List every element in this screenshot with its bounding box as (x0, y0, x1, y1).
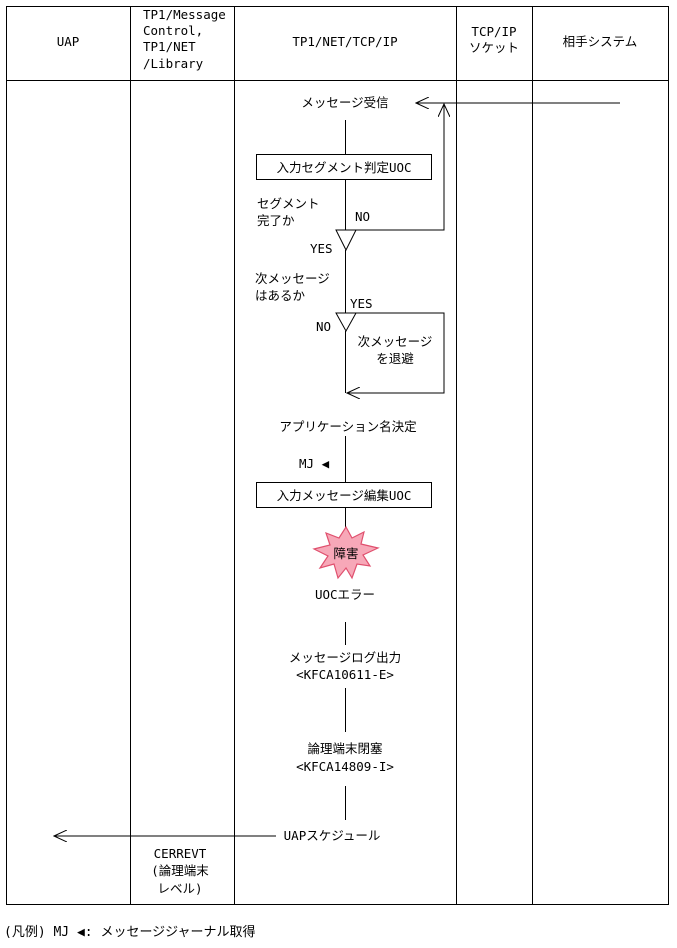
svg-text:レベル): レベル) (157, 881, 202, 896)
log-output-label: メッセージログ出力 <KFCA10611-E> (289, 650, 401, 682)
svg-text:ソケット: ソケット (469, 40, 519, 55)
yes-2-label: YES (350, 296, 373, 311)
fault-label: 障害 (333, 546, 358, 561)
uap-schedule-label: UAPスケジュール (284, 828, 381, 843)
no-1-label: NO (355, 209, 370, 224)
edit-uoc-box (256, 482, 432, 508)
svg-text:はあるか: はあるか (255, 288, 306, 303)
cerrevt-label: CERREVT (論理端末 レベル) (151, 846, 209, 896)
table-frame (6, 6, 669, 905)
svg-text:TCP/IP: TCP/IP (471, 24, 516, 39)
svg-text:メッセージログ出力: メッセージログ出力 (289, 650, 401, 665)
svg-text:/Library: /Library (143, 56, 204, 71)
svg-text:完了か: 完了か (257, 213, 295, 228)
mj-marker: MJ ◀ (299, 456, 330, 471)
save-branch-line (347, 312, 445, 393)
svg-text:(論理端末: (論理端末 (151, 863, 209, 878)
header-uap: UAP (57, 34, 80, 49)
segment-uoc-box (256, 154, 432, 180)
svg-text:を退避: を退避 (376, 351, 414, 366)
uoc-error-label: UOCエラー (315, 587, 375, 602)
segment-uoc-label: 入力セグメント判定UOC (276, 160, 411, 175)
fault-burst-icon (312, 525, 380, 580)
loop-back-arrow (356, 104, 444, 231)
svg-text:論理端末閉塞: 論理端末閉塞 (307, 741, 383, 756)
next-question: 次メッセージ はあるか (255, 271, 330, 303)
no-2-label: NO (316, 319, 331, 334)
receive-label: メッセージ受信 (301, 95, 388, 110)
header-tcpip: TP1/NET/TCP/IP (292, 34, 397, 49)
svg-text:TP1/Message: TP1/Message (143, 7, 226, 22)
svg-text:<KFCA10611-E>: <KFCA10611-E> (296, 667, 394, 682)
decision-1-triangle (335, 229, 357, 252)
yes-1-label: YES (310, 241, 333, 256)
svg-text:セグメント: セグメント (257, 196, 320, 211)
legend: (凡例) MJ ◀: メッセージジャーナル取得 (4, 925, 256, 940)
svg-text:次メッセージ: 次メッセージ (358, 334, 433, 349)
header-library: TP1/Message Control, TP1/NET /Library (143, 7, 226, 71)
header-socket: TCP/IP ソケット (469, 24, 519, 55)
decision-2-triangle (335, 312, 357, 333)
svg-text:次メッセージ: 次メッセージ (255, 271, 330, 286)
svg-text:<KFCA14809-I>: <KFCA14809-I> (296, 759, 394, 774)
svg-text:CERREVT: CERREVT (154, 846, 207, 861)
save-next-label: 次メッセージ を退避 (358, 334, 433, 366)
header-remote-system: 相手システム (563, 34, 638, 49)
svg-text:TP1/NET: TP1/NET (143, 39, 196, 54)
svg-text:Control,: Control, (143, 23, 203, 38)
edit-uoc-label: 入力メッセージ編集UOC (277, 488, 412, 503)
segment-question: セグメント 完了か (257, 196, 320, 228)
terminal-close-label: 論理端末閉塞 <KFCA14809-I> (296, 741, 394, 774)
app-name-label: アプリケーション名決定 (279, 419, 416, 434)
